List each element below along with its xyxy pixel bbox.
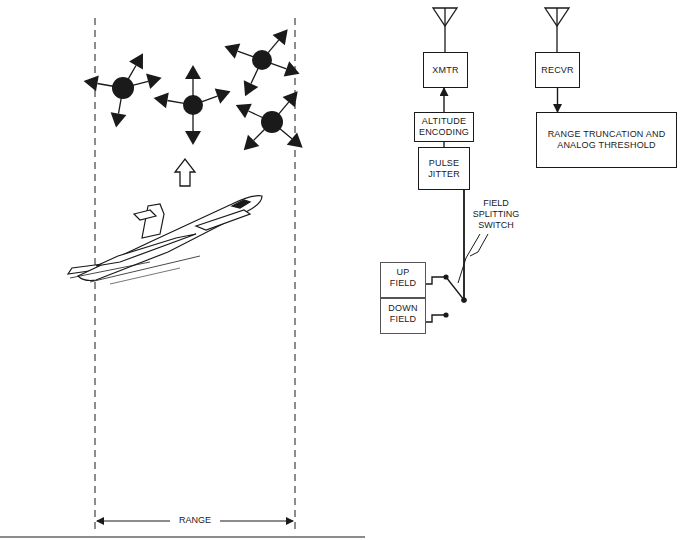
- antenna-symbol: [545, 8, 569, 52]
- processor-box: RANGE TRUNCATION AND ANALOG THRESHOLD: [536, 112, 677, 168]
- symbol-stem: [268, 40, 279, 53]
- symbol-triangle: [244, 135, 260, 151]
- symbol-triangle: [146, 74, 162, 89]
- signal-connector: [443, 88, 444, 112]
- box-label: UP FIELD: [384, 267, 422, 289]
- symbol-stem: [192, 114, 193, 131]
- symbol-stem: [167, 100, 184, 103]
- symbol-stem: [97, 83, 113, 86]
- symbol-stem: [118, 98, 121, 114]
- symbol-triangle: [111, 112, 127, 127]
- symbol-triangle: [185, 65, 201, 79]
- symbol-stem: [133, 81, 148, 85]
- symbol-triangle: [284, 61, 300, 76]
- box-label: ALTITUDE ENCODING: [418, 116, 470, 138]
- field-box: DOWN FIELD: [380, 298, 426, 334]
- transmitter-box: XMTR: [423, 52, 468, 88]
- symbol-stem: [192, 79, 193, 96]
- receiver-box: RECVR: [535, 52, 580, 88]
- aircraft-symbols: [84, 29, 303, 150]
- symbol-dot: [261, 111, 283, 133]
- ground-line: [0, 536, 365, 537]
- symbol-triangle: [84, 76, 99, 92]
- dimension-line: [220, 520, 293, 521]
- symbol-triangle: [224, 44, 240, 59]
- leader-line: [458, 234, 480, 283]
- symbol-stem: [248, 111, 263, 118]
- box-label: XMTR: [427, 65, 464, 76]
- leader-line: [470, 234, 488, 256]
- symbol-dot: [183, 95, 203, 115]
- box-label: RECVR: [539, 65, 576, 76]
- symbol-stem: [238, 51, 254, 57]
- jitter-box: PULSE JITTER: [418, 147, 470, 190]
- box-label: PULSE JITTER: [422, 158, 466, 180]
- symbol-triangle: [244, 80, 259, 96]
- symbol-triangle: [185, 131, 201, 145]
- symbol-triangle: [236, 104, 252, 119]
- climb-arrow: [175, 159, 195, 186]
- symbol-triangle: [129, 53, 143, 69]
- symbol-stem: [254, 129, 265, 140]
- symbol-triangle: [273, 29, 288, 45]
- symbol-triangle: [154, 93, 169, 109]
- symbol-triangle: [215, 89, 231, 104]
- box-label: RANGE TRUNCATION AND ANALOG THRESHOLD: [540, 129, 673, 151]
- symbol-stem: [280, 128, 292, 138]
- signal-connector: [426, 190, 464, 300]
- symbol-stem: [201, 96, 217, 102]
- symbol-triangle: [287, 133, 303, 148]
- switch-label: FIELD SPLITTING SWITCH: [470, 198, 522, 231]
- box-label: DOWN FIELD: [384, 303, 422, 325]
- symbol-stem: [251, 68, 258, 83]
- aircraft: [68, 196, 262, 284]
- symbol-dot: [252, 50, 272, 70]
- dimension-line: [97, 520, 170, 521]
- signal-connector: [426, 190, 464, 322]
- symbol-stem: [278, 102, 288, 114]
- symbol-dot: [112, 77, 134, 99]
- antenna-symbol: [433, 8, 457, 52]
- encoder-box: ALTITUDE ENCODING: [414, 112, 474, 142]
- symbol-stem: [128, 65, 136, 79]
- field-box: UP FIELD: [380, 262, 426, 298]
- symbol-stem: [270, 63, 286, 69]
- signal-connector: [557, 88, 558, 112]
- symbol-triangle: [283, 91, 298, 107]
- dimension-label: RANGE: [172, 515, 218, 526]
